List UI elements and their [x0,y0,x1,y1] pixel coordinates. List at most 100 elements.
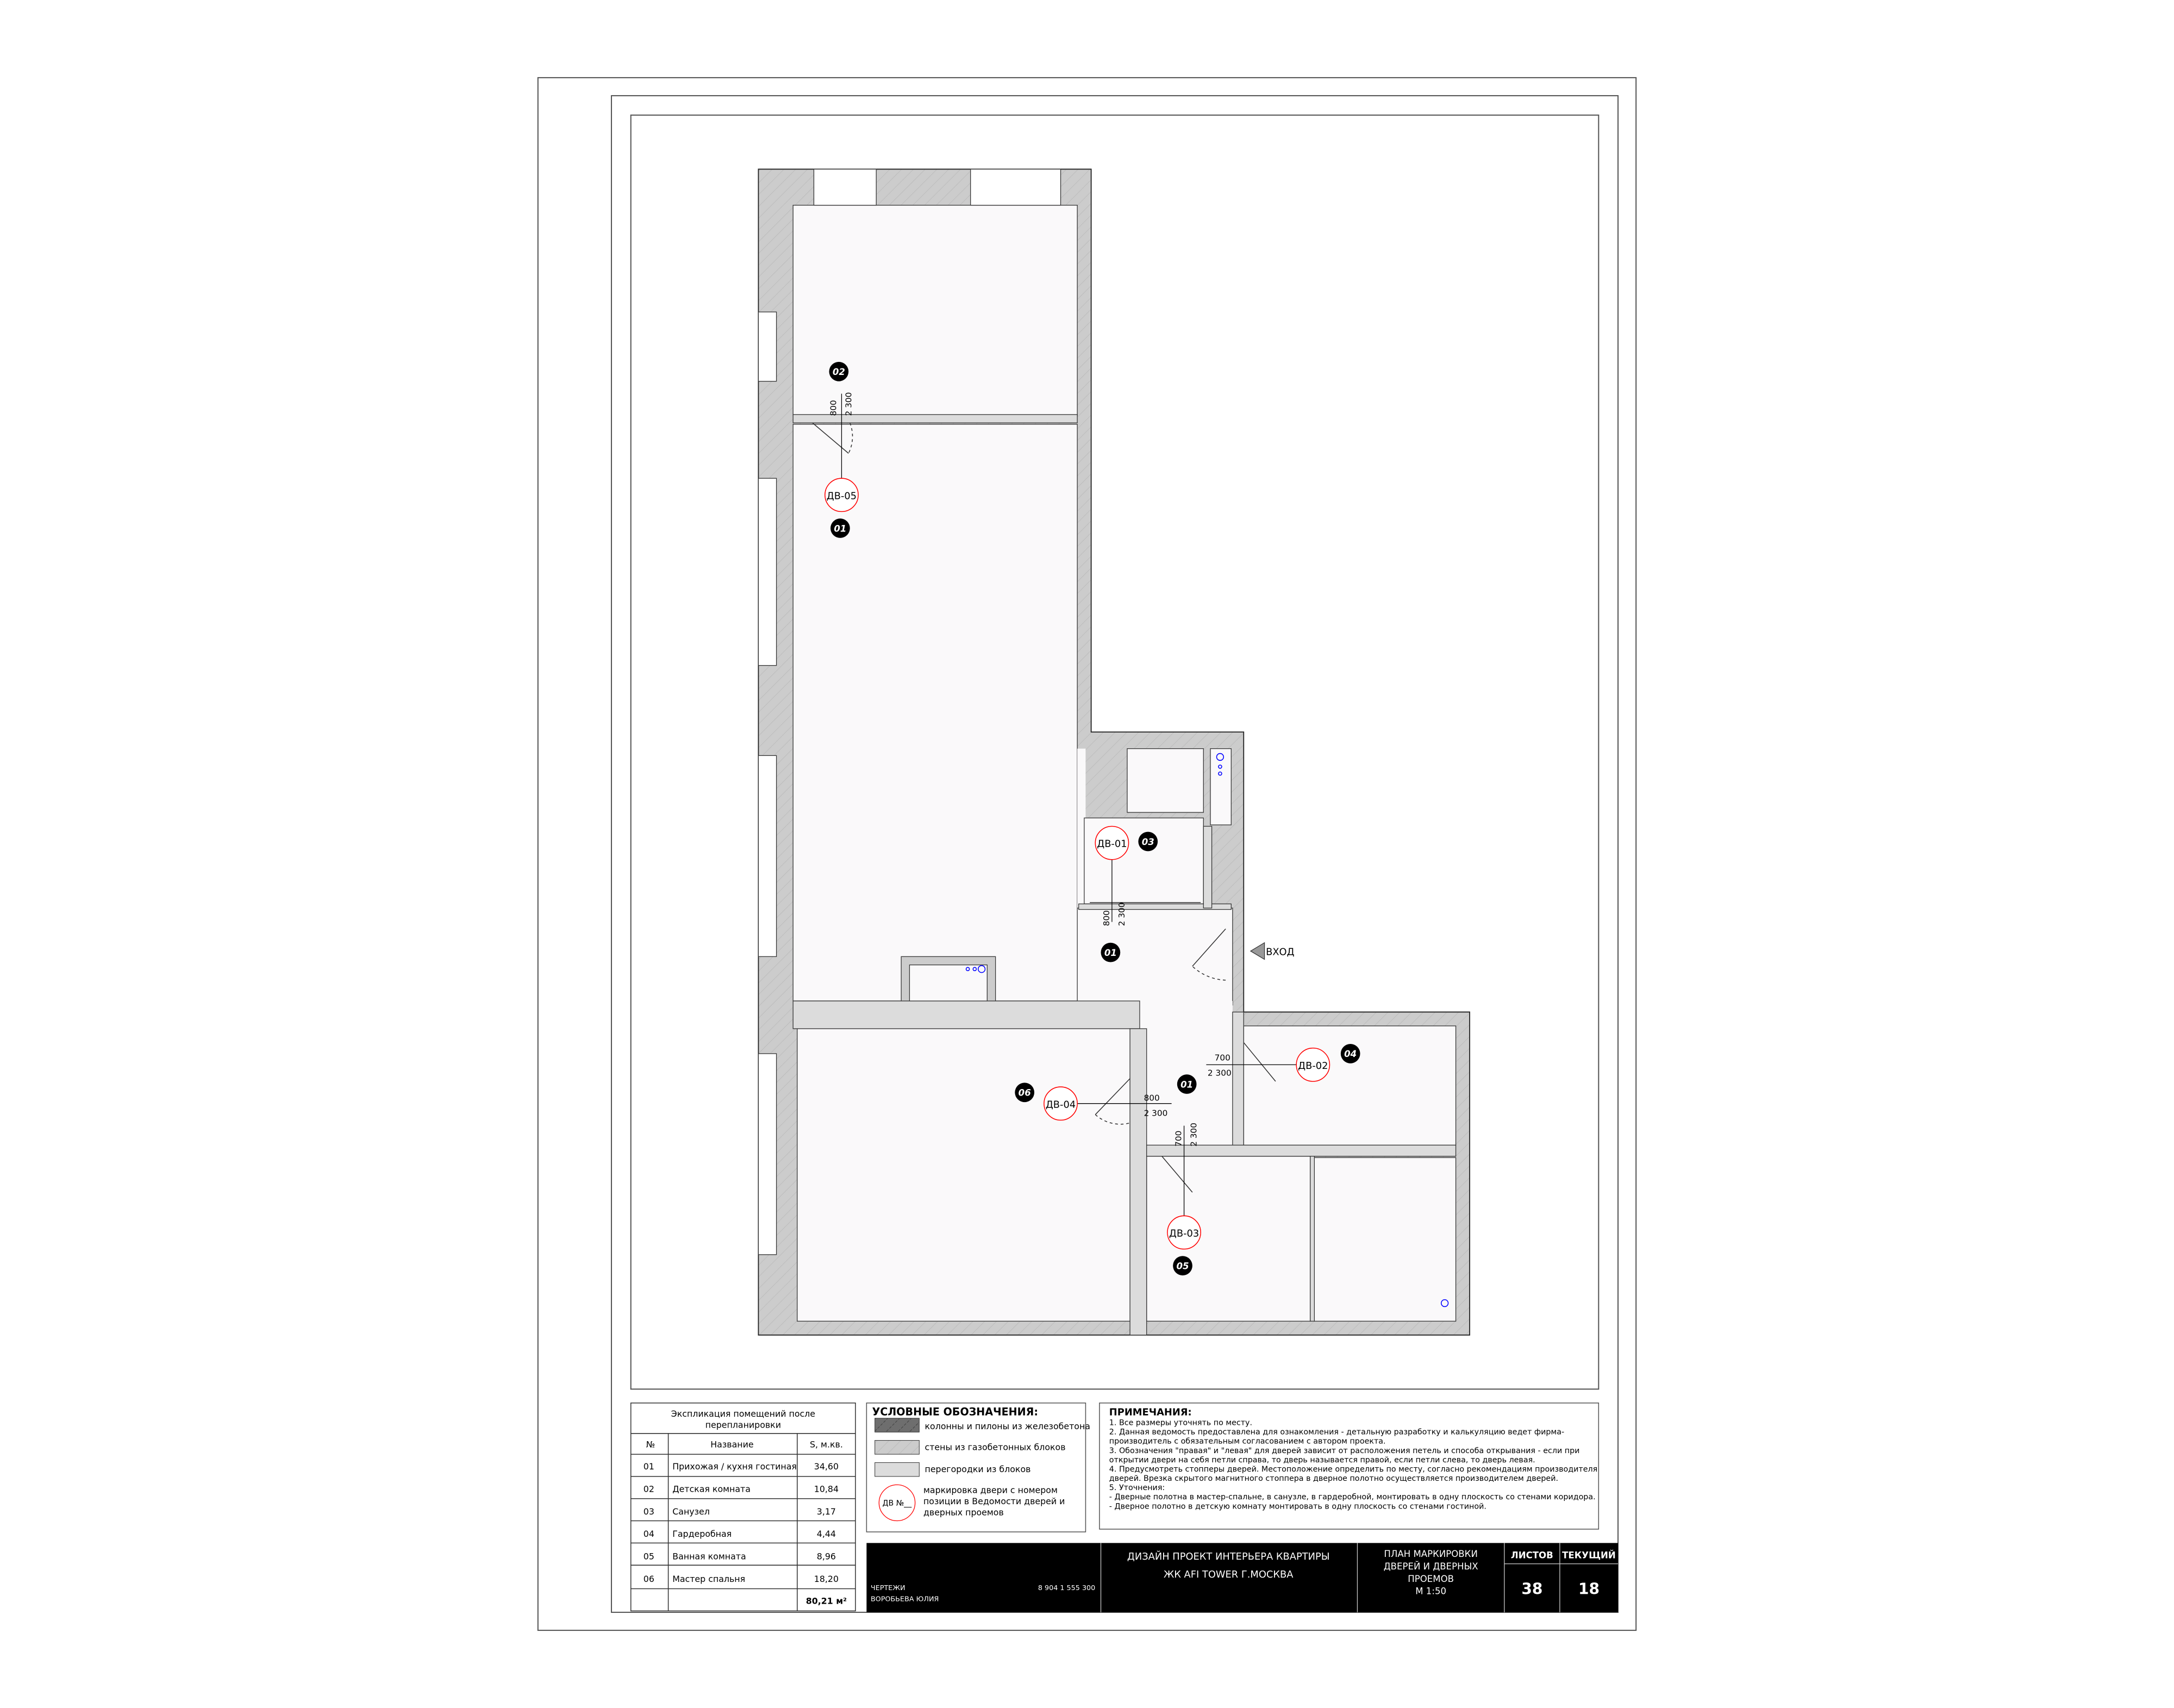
floor-plan: ВХОД ДВ-05 800 2 300 ДВ-01 800 2 300 ДВ-… [758,168,1470,1336]
table-cell-area: 8,96 [817,1551,836,1561]
svg-text:700: 700 [1173,1131,1183,1147]
table-cell-name: Мастер спальня [672,1574,745,1584]
table-cell-name: Ванная комната [672,1551,746,1561]
svg-text:маркировка двери с номером: маркировка двери с номером [923,1485,1058,1496]
svg-text:ПЛАН МАРКИРОВКИ: ПЛАН МАРКИРОВКИ [1384,1549,1477,1559]
svg-text:2 300: 2 300 [1144,1109,1168,1118]
svg-text:ЛИСТОВ: ЛИСТОВ [1511,1550,1553,1560]
legend-swatch-aerated [874,1440,920,1455]
legend-swatch-partition [874,1462,920,1477]
note-line: 4. Предусмотреть стопперы дверей. Местоп… [1109,1465,1597,1474]
table-cell-number: 02 [644,1484,654,1494]
svg-text:700: 700 [1215,1053,1230,1063]
svg-text:2 300: 2 300 [1189,1123,1199,1147]
title-block: ЧЕРТЕЖИ ВОРОБЬЕВА ЮЛИЯ 8 904 1 555 300 Д… [866,1543,1619,1612]
door-mark-dv05[interactable]: ДВ-05 800 2 300 [824,392,859,512]
total-area: 80,21 м² [806,1596,847,1606]
svg-text:стены из газобетонных блоков: стены из газобетонных блоков [925,1442,1066,1452]
svg-text:ВОРОБЬЕВА ЮЛИЯ: ВОРОБЬЕВА ЮЛИЯ [871,1596,939,1604]
svg-text:колонны и пилоны из железобето: колонны и пилоны из железобетона [925,1421,1090,1431]
svg-text:Название: Название [710,1439,753,1449]
svg-text:2 300: 2 300 [1208,1068,1232,1078]
svg-text:06: 06 [1019,1088,1031,1098]
outer-frame [537,77,1637,1631]
table-cell-area: 34,60 [814,1461,839,1472]
note-line: - Дверные полотна в мастер-спальне, в са… [1109,1493,1596,1501]
plan-frame [630,114,1600,1390]
door-mark-icon [878,1484,916,1522]
door-mark-dv02[interactable]: ДВ-02 700 2 300 [1206,1047,1330,1082]
shaft [1210,748,1232,825]
notes: ПРИМЕЧАНИЯ: 1. Все размеры уточнять по м… [1099,1402,1600,1530]
room-marks: 02 01 03 01 06 04 01 05 [829,361,1360,1276]
legend: УСЛОВНЫЕ ОБОЗНАЧЕНИЯ: колонны и пилоны и… [866,1402,1090,1532]
room-06 [797,1028,1130,1322]
svg-text:01: 01 [834,523,846,534]
table-cell-name: Прихожая / кухня гостиная [672,1461,797,1472]
svg-text:ДВ-02: ДВ-02 [1298,1060,1328,1072]
table-cell-area: 3,17 [817,1506,836,1517]
svg-text:ПРОЕМОВ: ПРОЕМОВ [1408,1574,1454,1584]
svg-text:05: 05 [1176,1261,1189,1272]
svg-text:S, м.кв.: S, м.кв. [810,1439,843,1449]
svg-text:Экспликация помещений после: Экспликация помещений после [671,1409,815,1419]
windows [758,168,1061,1255]
door-mark-dv04[interactable]: ДВ-04 800 2 300 [1044,1086,1172,1121]
door-mark-dv01[interactable]: ДВ-01 800 2 300 [1095,825,1129,926]
svg-text:УСЛОВНЫЕ ОБОЗНАЧЕНИЯ:: УСЛОВНЫЕ ОБОЗНАЧЕНИЯ: [872,1406,1038,1418]
entrance-arrow-icon [1250,942,1265,960]
svg-text:ЧЕРТЕЖИ: ЧЕРТЕЖИ [871,1584,905,1592]
svg-text:ДВ-05: ДВ-05 [827,490,857,502]
svg-text:перегородки из блоков: перегородки из блоков [925,1464,1031,1474]
table-cell-number: 03 [644,1506,654,1517]
hall [1077,908,1233,1006]
svg-text:8 904 1 555 300: 8 904 1 555 300 [1038,1584,1095,1592]
svg-text:ПРИМЕЧАНИЯ:: ПРИМЕЧАНИЯ: [1109,1407,1192,1418]
room-02 [792,204,1078,417]
svg-text:ДВ-03: ДВ-03 [1169,1228,1199,1240]
table-cell-name: Детская комната [672,1484,751,1494]
svg-text:03: 03 [1142,837,1154,847]
door-mark-dv03[interactable]: ДВ-03 700 2 300 [1167,1123,1201,1250]
note-line: производитель с обязательным согласовани… [1109,1437,1386,1446]
table-cell-number: 06 [644,1574,654,1584]
table-cell-name: Санузел [672,1506,710,1517]
svg-text:позиции в Ведомости дверей и: позиции в Ведомости дверей и [923,1496,1065,1506]
svg-text:ДВЕРЕЙ И ДВЕРНЫХ: ДВЕРЕЙ И ДВЕРНЫХ [1384,1561,1478,1572]
svg-text:38: 38 [1521,1580,1542,1598]
svg-text:800: 800 [1102,910,1111,926]
table-cell-number: 01 [644,1461,654,1472]
svg-text:дверных проемов: дверных проемов [923,1507,1004,1517]
plumbing-icons [965,753,1449,1307]
svg-text:ТЕКУЩИЙ: ТЕКУЩИЙ [1562,1550,1616,1560]
svg-text:М 1:50: М 1:50 [1415,1586,1446,1597]
closet [1127,748,1204,813]
table-cell-name: Гардеробная [672,1529,732,1539]
table-cell-area: 4,44 [817,1529,836,1539]
note-line: дверей. Врезка скрытого магнитного стопп… [1109,1474,1558,1483]
svg-text:№: № [646,1439,655,1449]
svg-text:02: 02 [833,367,845,377]
legend-swatch-concrete [874,1418,920,1432]
note-line: открытии двери на себя петли справа, то … [1109,1456,1535,1465]
entrance-label: ВХОД [1266,947,1295,958]
svg-text:2 300: 2 300 [1117,902,1127,926]
room-04 [1243,1025,1457,1146]
note-line: 3. Обозначения "правая" и "левая" для дв… [1109,1447,1580,1455]
note-line: 1. Все размеры уточнять по месту. [1109,1419,1252,1428]
table-cell-number: 04 [644,1529,654,1539]
note-line: 2. Данная ведомость предоставлена для оз… [1109,1428,1564,1437]
svg-text:перепланировки: перепланировки [705,1420,781,1430]
partitions [792,414,1457,1336]
note-line: - Дверное полотно в детскую комнату монт… [1109,1502,1486,1511]
note-line: 5. Уточнения: [1109,1484,1165,1492]
door-swings [812,422,1276,1193]
svg-text:2 300: 2 300 [844,392,853,416]
svg-text:ЖК AFI TOWER Г.МОСКВА: ЖК AFI TOWER Г.МОСКВА [1164,1569,1294,1580]
svg-text:18: 18 [1578,1580,1600,1598]
svg-text:ДВ №__: ДВ №__ [883,1499,913,1507]
explication-table: Экспликация помещений после перепланиров… [630,1402,856,1612]
rooms [792,204,1457,1322]
table-cell-number: 05 [644,1551,654,1561]
room-extra [1314,1157,1457,1322]
